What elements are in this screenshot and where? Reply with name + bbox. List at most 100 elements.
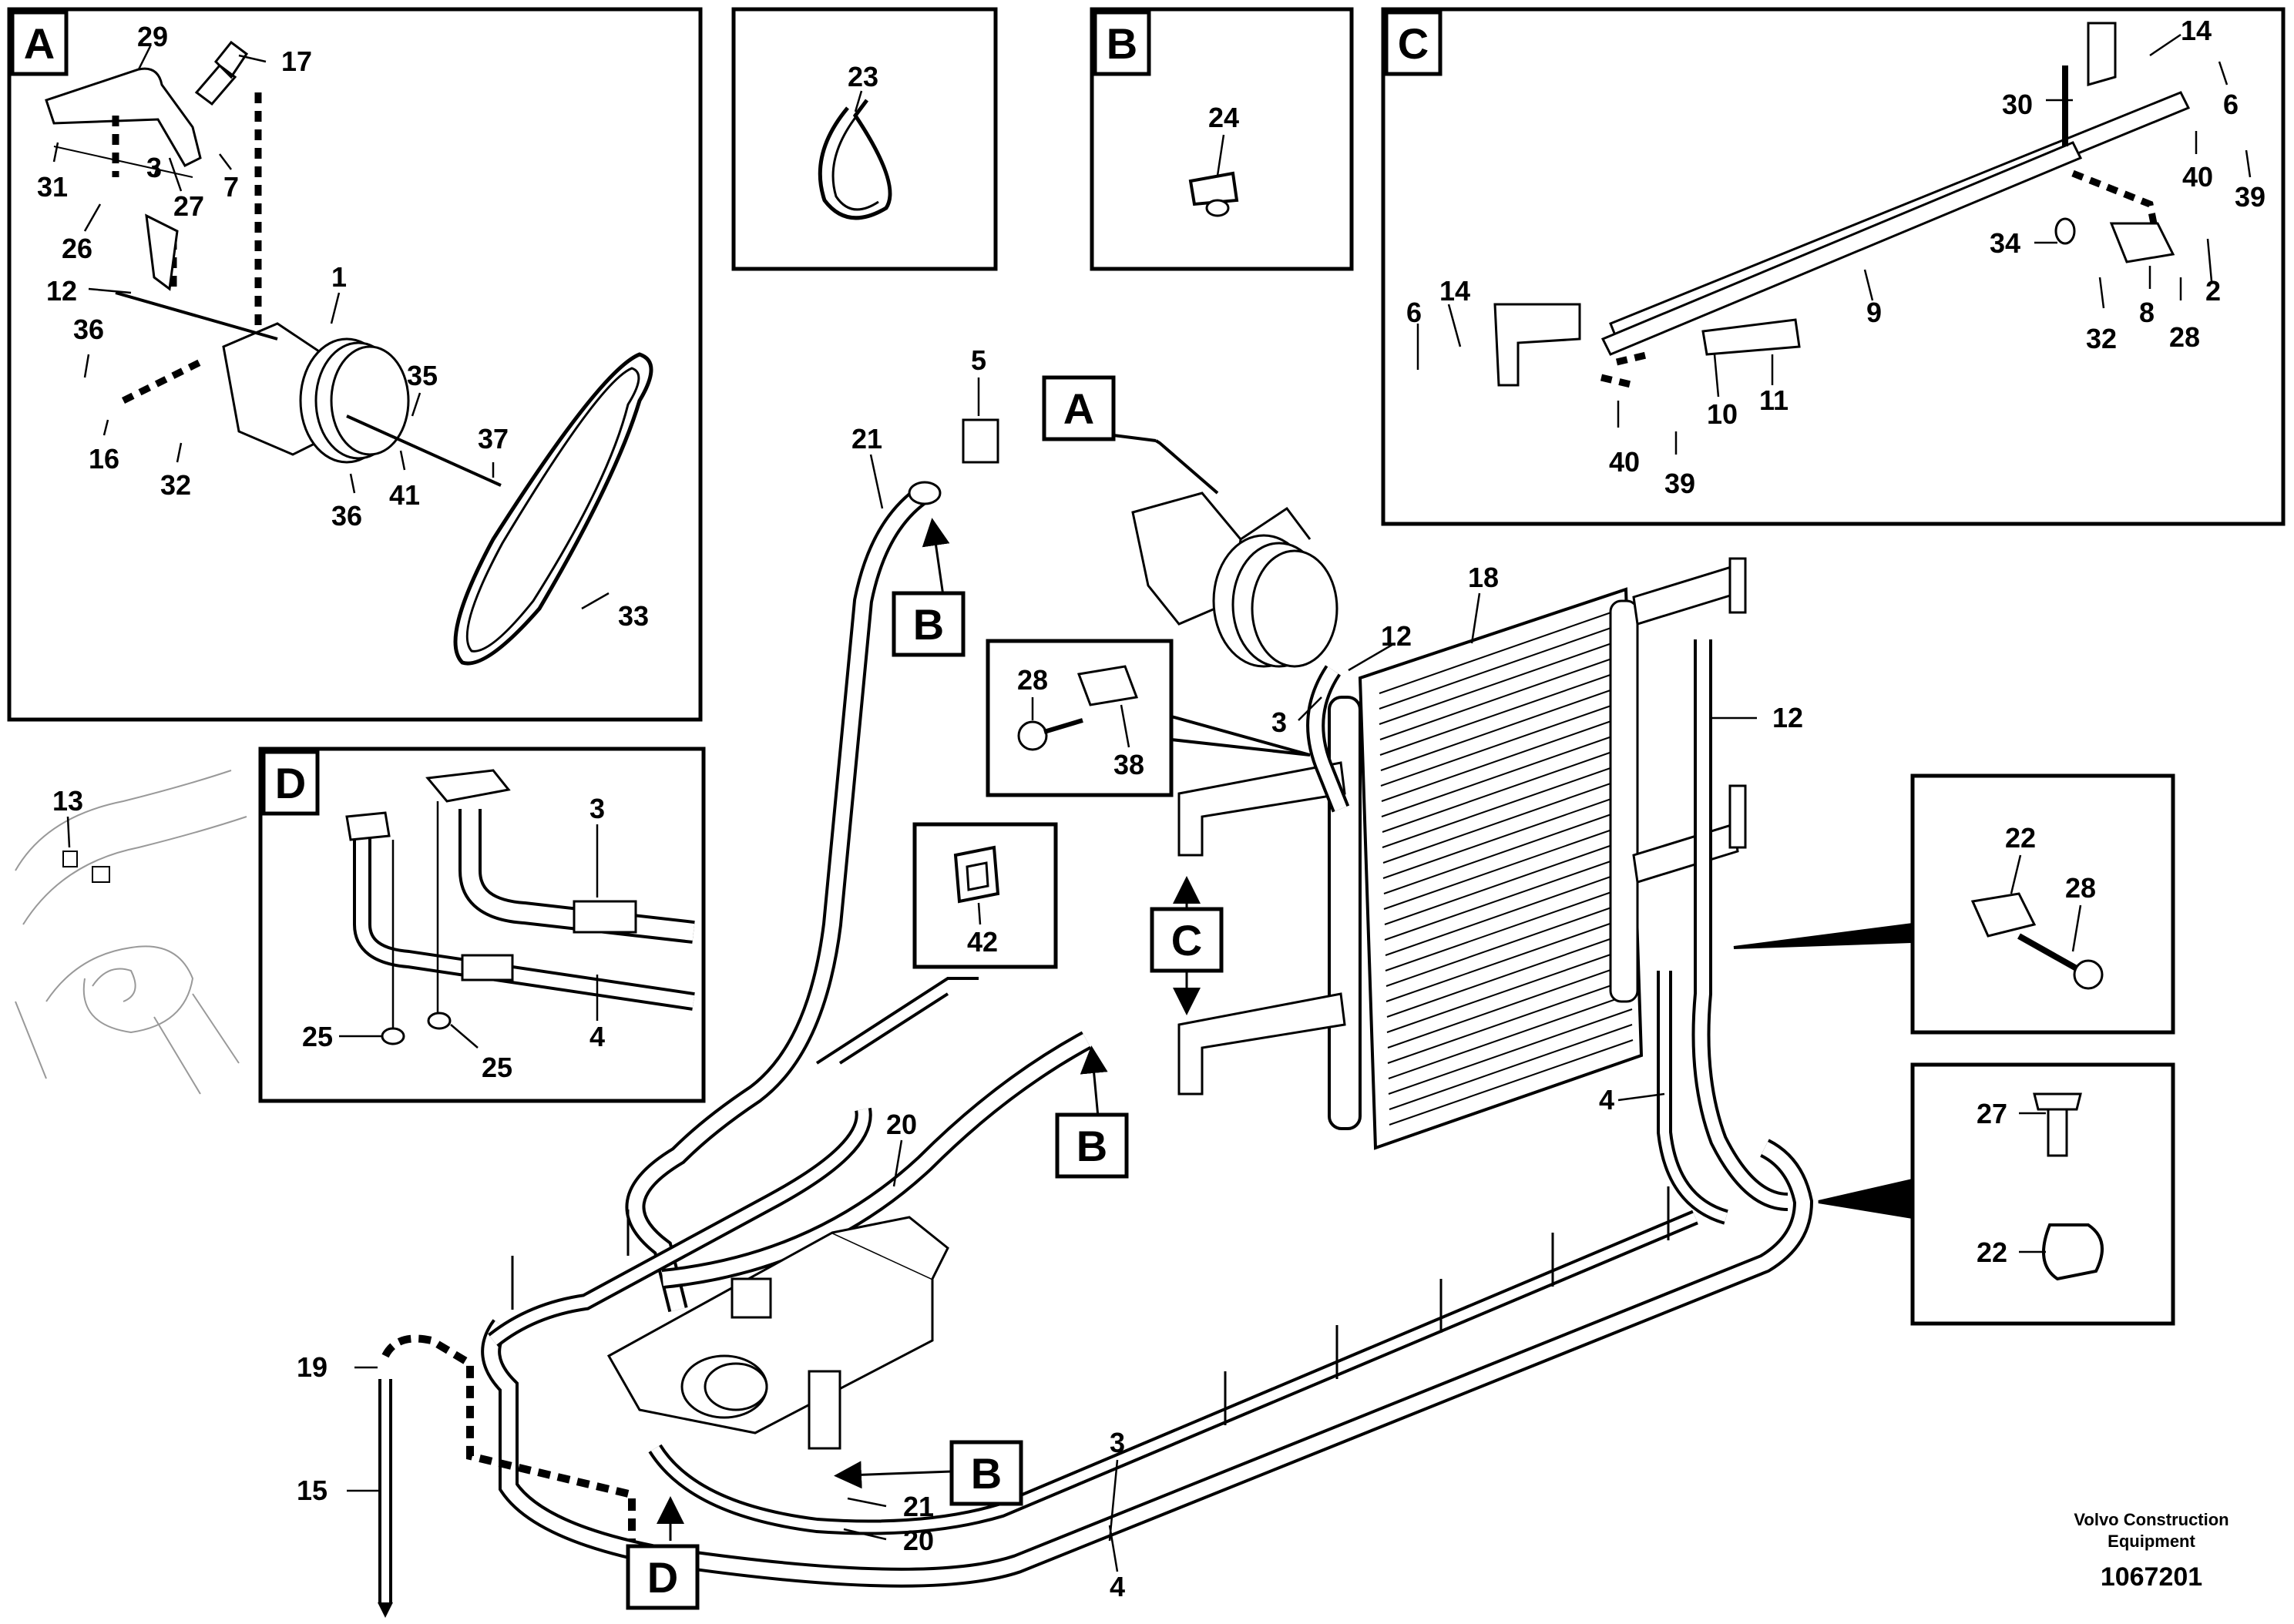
label-a-33: 33 (618, 600, 649, 632)
label-d-25-right: 25 (482, 1052, 512, 1083)
svg-text:A: A (1063, 384, 1094, 433)
strap-clip-23 (818, 99, 892, 220)
label-a-37: 37 (478, 423, 509, 455)
label-a-1: 1 (331, 261, 347, 293)
callout-c: C (1150, 907, 1224, 973)
label-a-17: 17 (281, 45, 312, 77)
brand-line-1: Volvo Construction (2074, 1510, 2229, 1529)
label-a-32: 32 (160, 469, 191, 501)
label-c-11: 11 (1759, 384, 1789, 416)
svg-text:B: B (1076, 1122, 1107, 1170)
label-c-40-bottom: 40 (1609, 446, 1640, 478)
label-42: 42 (967, 926, 998, 958)
label-24: 24 (1208, 102, 1239, 133)
label-3-top: 3 (1271, 706, 1287, 738)
label-c-8: 8 (2139, 297, 2155, 328)
label-13: 13 (52, 785, 83, 817)
panel-c-letter: C (1398, 19, 1429, 68)
label-c-32: 32 (2086, 323, 2117, 354)
callout-b-top: B (892, 591, 966, 657)
label-21-bottom: 21 (903, 1491, 934, 1522)
label-c-28: 28 (2169, 321, 2200, 353)
label-21-top: 21 (851, 423, 882, 455)
label-4-right: 4 (1599, 1084, 1614, 1116)
hose-clamp-24 (1188, 171, 1239, 206)
label-a-26: 26 (62, 233, 92, 264)
panel-clip-23: 23 (731, 7, 998, 271)
label-a-12: 12 (46, 275, 77, 307)
label-c-40-top: 40 (2182, 161, 2213, 193)
label-3-bottom: 3 (1110, 1427, 1125, 1458)
panel-b: B 24 (1090, 7, 1354, 271)
label-18: 18 (1468, 562, 1499, 593)
compressor-panel-a (222, 322, 410, 464)
label-a-36-top: 36 (73, 314, 104, 345)
document-id: 1067201 (2101, 1562, 2202, 1592)
label-20-top: 20 (886, 1109, 917, 1140)
label-c-6-left: 6 (1406, 297, 1422, 328)
label-22-bottom: 22 (1977, 1236, 2007, 1268)
label-28-clip38: 28 (1017, 664, 1048, 696)
label-c-2: 2 (2205, 275, 2221, 307)
label-a-27: 27 (173, 190, 204, 222)
label-38: 38 (1113, 749, 1144, 780)
panel-c: C (1381, 7, 2286, 526)
label-c-9: 9 (1866, 297, 1882, 328)
label-c-10: 10 (1707, 398, 1738, 430)
label-5: 5 (971, 344, 986, 376)
label-c-39-bottom: 39 (1664, 468, 1695, 499)
label-c-34: 34 (1990, 227, 2020, 259)
condenser-18 (1328, 587, 1644, 1150)
label-a-3: 3 (146, 152, 162, 183)
main-assembly: 5 21 18 12 3 12 4 20 19 15 21 20 3 4 (297, 344, 1914, 1618)
detail-box-clip-22-28: 22 28 (1910, 773, 2175, 1035)
fitting-5 (962, 418, 999, 464)
label-a-41: 41 (389, 479, 420, 511)
label-28-right: 28 (2065, 872, 2096, 904)
label-4-bottom: 4 (1110, 1571, 1125, 1602)
belt-33 (453, 352, 653, 666)
svg-text:B: B (913, 600, 944, 649)
brand-line-2: Equipment (2108, 1532, 2195, 1551)
label-a-35: 35 (407, 360, 438, 391)
label-a-7: 7 (223, 171, 239, 203)
label-23: 23 (848, 61, 878, 92)
svg-text:C: C (1171, 916, 1202, 965)
panel-a: A (7, 7, 703, 722)
label-a-31: 31 (37, 171, 68, 203)
panel-b-letter: B (1107, 19, 1137, 68)
svg-text:D: D (647, 1553, 678, 1602)
bracket-29 (45, 67, 202, 167)
label-d-25-left: 25 (302, 1021, 333, 1052)
label-12-right: 12 (1772, 702, 1803, 733)
label-a-16: 16 (89, 443, 119, 475)
panel-a-letter: A (24, 19, 55, 68)
label-c-14-left: 14 (1439, 275, 1470, 307)
compressor-main (1131, 492, 1338, 668)
panel-d: D 3 4 25 25 (258, 747, 706, 1103)
label-c-39-top: 39 (2235, 181, 2265, 213)
fitting-17 (194, 40, 249, 106)
svg-text:B: B (971, 1449, 1002, 1498)
label-22-top: 22 (2005, 822, 2036, 854)
heater-unit (606, 1216, 949, 1450)
label-c-14-top: 14 (2181, 15, 2212, 46)
label-19: 19 (297, 1351, 327, 1383)
label-a-36-bottom: 36 (331, 500, 362, 532)
label-a-29: 29 (137, 21, 168, 52)
panel-d-letter: D (275, 759, 306, 807)
footer-brand: Volvo Construction Equipment 1067201 (2074, 1510, 2229, 1592)
label-d-3: 3 (589, 793, 605, 824)
callout-b-middle: B (1055, 1112, 1129, 1179)
label-12-left: 12 (1381, 620, 1412, 652)
label-20-bottom: 20 (903, 1525, 934, 1556)
label-15: 15 (297, 1475, 327, 1506)
callout-b-bottom: B (949, 1440, 1023, 1506)
callout-a: A (1042, 375, 1116, 441)
label-27-right: 27 (1977, 1098, 2007, 1129)
callout-d: D (626, 1544, 700, 1610)
label-c-30: 30 (2002, 89, 2033, 120)
cab-location-sketch (15, 770, 247, 1095)
